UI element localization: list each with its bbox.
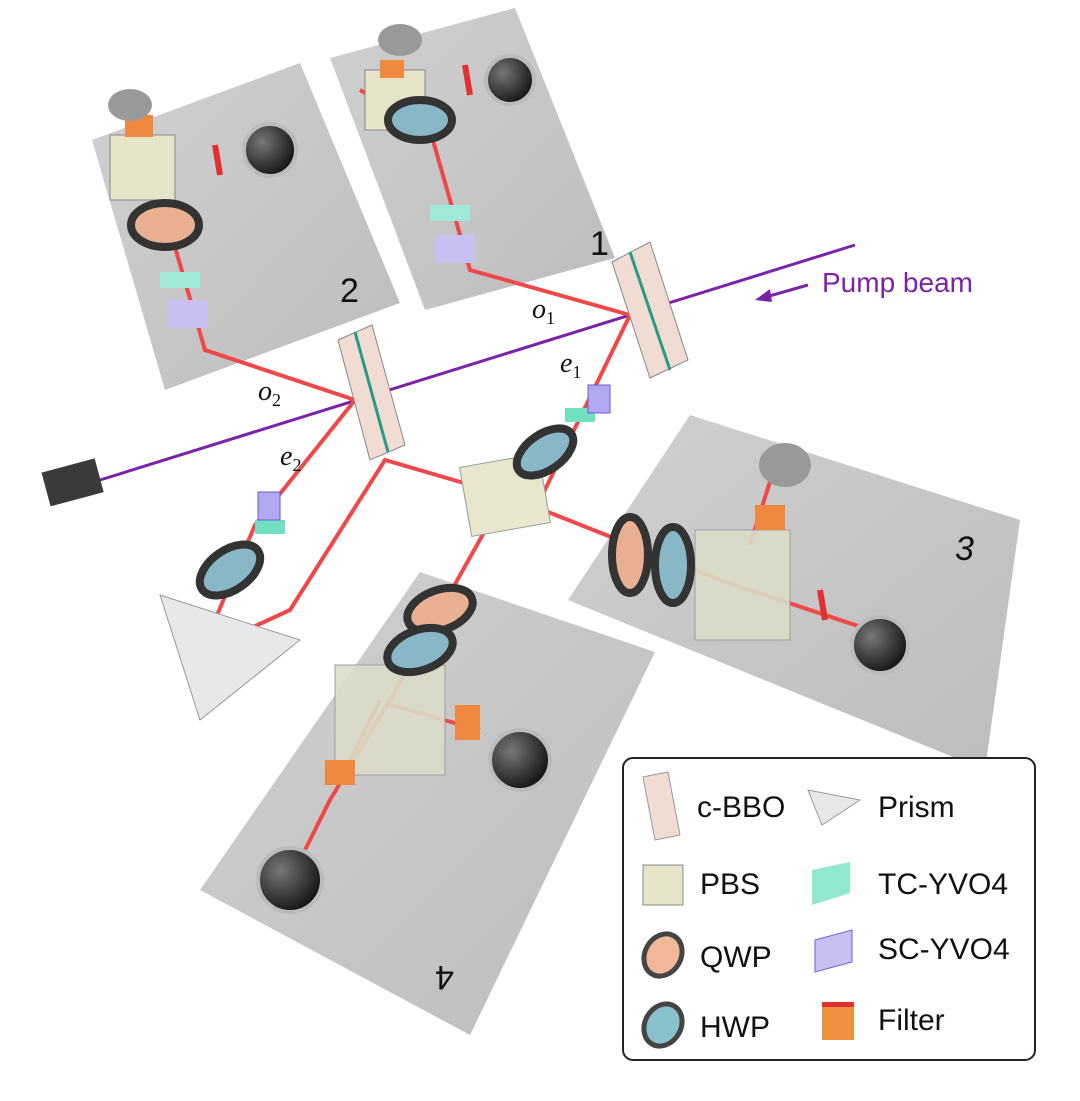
- stage-label-2: 2: [340, 272, 359, 310]
- legend-label-hwp: HWP: [700, 1011, 770, 1044]
- beam-label-o2: o2: [258, 376, 281, 410]
- cbbo-crystal-2: [337, 324, 406, 461]
- legend-label-sc-yvo4: SC-YVO4: [878, 933, 1010, 966]
- hwp-red-small: [212, 64, 828, 621]
- beam-label-o1: o1: [532, 294, 555, 328]
- detectors: [108, 24, 910, 914]
- stage-label-4: 4: [435, 958, 454, 996]
- panel-stage-3: [568, 415, 1020, 770]
- cbbo-icon: [642, 771, 681, 841]
- pump-beam-line: [99, 243, 856, 482]
- sc-yvo4-icon: [814, 929, 853, 973]
- cbbo-crystal-1: [611, 241, 689, 379]
- stage-label-1: 1: [590, 225, 609, 263]
- pbs-stage-4: [334, 664, 446, 776]
- waveplates: [127, 96, 695, 677]
- legend-label-pbs: PBS: [700, 868, 760, 901]
- legend-label-prism: Prism: [878, 791, 955, 824]
- pump-beam-label: Pump beam: [822, 267, 973, 298]
- legend: c-BBO Prism PBS TC-YVO4 QWP SC-YVO4 HWP …: [622, 757, 1036, 1061]
- hwp-icon: [641, 1001, 685, 1049]
- beam-dump: [41, 458, 104, 507]
- pbs-icon: [642, 864, 684, 906]
- stage-label-3: 3: [955, 530, 974, 568]
- legend-label-cbbo: c-BBO: [697, 791, 785, 824]
- filter-icon: [822, 1002, 854, 1040]
- qwp-icon: [641, 931, 685, 979]
- pbs-stage-2: [109, 134, 176, 201]
- prism-icon: [807, 789, 862, 826]
- legend-label-filter: Filter: [878, 1004, 945, 1037]
- tc-yvo4-icon: [812, 862, 850, 905]
- yvo4-plates: [160, 205, 611, 534]
- panel-stage-4: [200, 572, 655, 1035]
- pbs-stage-3: [694, 529, 791, 641]
- legend-label-tc-yvo4: TC-YVO4: [878, 868, 1008, 901]
- beam-label-e1: e1: [560, 348, 581, 382]
- pump-direction-arrow-icon: [755, 283, 809, 302]
- prism: [159, 594, 302, 721]
- legend-label-qwp: QWP: [700, 941, 772, 974]
- beam-label-e2: e2: [280, 441, 301, 475]
